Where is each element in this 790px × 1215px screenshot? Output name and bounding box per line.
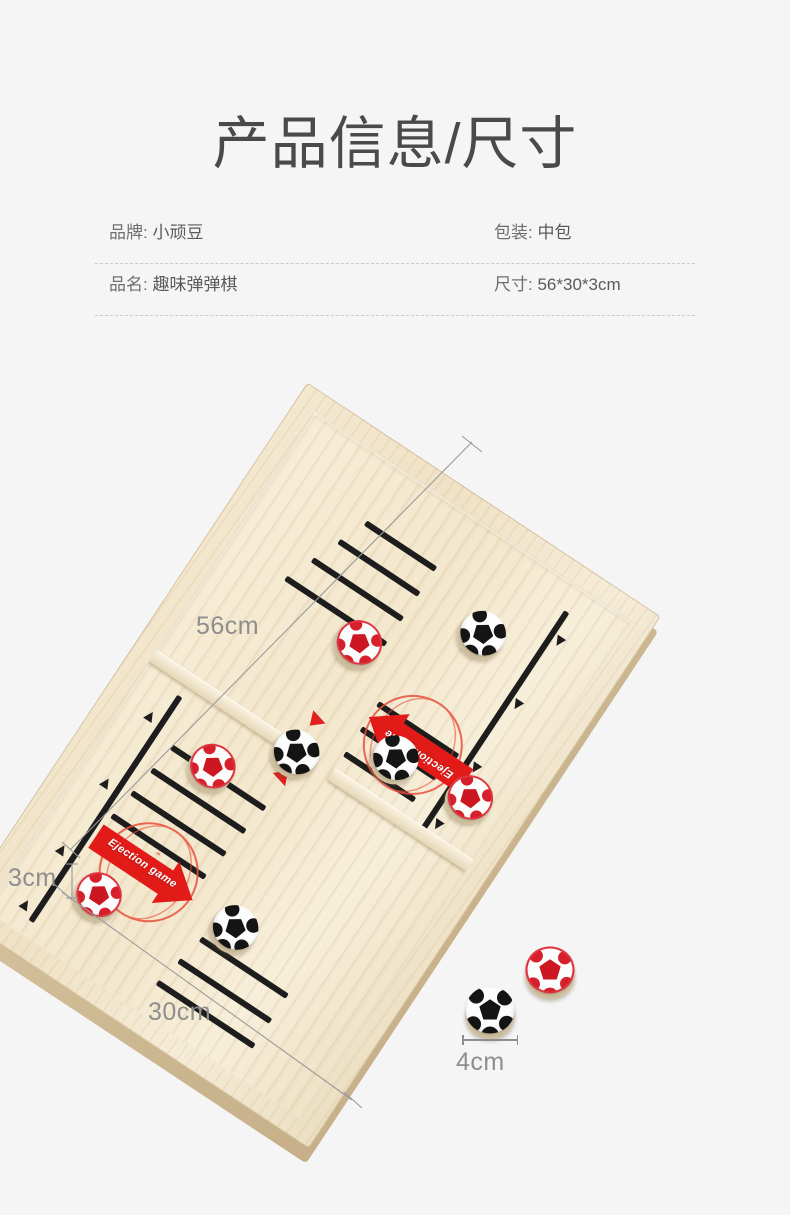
product-photo: Ejection game Ejection game	[0, 382, 790, 1164]
rail-arrow-icon	[54, 842, 69, 857]
puck-face	[451, 602, 515, 665]
table-row: 品牌: 小顽豆 包装: 中包	[95, 212, 695, 264]
spec-label-size: 尺寸:	[494, 275, 533, 294]
board-stripe	[310, 557, 405, 622]
rail-arrow-icon	[510, 697, 525, 712]
measure-bar-cap	[516, 1035, 518, 1045]
board-stripe	[155, 979, 256, 1049]
spec-value-packaging: 中包	[537, 223, 572, 242]
page-title: 产品信息/尺寸	[212, 112, 578, 176]
rail-arrow-icon	[552, 634, 567, 649]
center-divider-left	[149, 649, 282, 745]
puck-face	[465, 986, 515, 1034]
spec-cell-packaging: 包装: 中包	[494, 212, 694, 243]
product-spec-table: 品牌: 小顽豆 包装: 中包 品名: 趣味弹弹棋 尺寸: 56*30*3cm	[95, 212, 695, 316]
rail-arrow-icon	[143, 709, 158, 724]
puck-pentagon	[539, 959, 561, 980]
puck-pentagon	[346, 629, 373, 656]
board-frame: Ejection game Ejection game	[0, 382, 661, 1149]
puck-black[interactable]	[449, 602, 515, 669]
measure-bar-line	[462, 1039, 518, 1041]
puck-pentagon	[86, 881, 113, 908]
spec-label-product-name: 品名:	[109, 275, 148, 294]
puck-red-sample[interactable]	[525, 946, 575, 999]
puck-pentagon	[457, 784, 484, 811]
spec-label-packaging: 包装:	[494, 223, 533, 242]
spec-label-brand: 品牌:	[109, 223, 148, 242]
board-stripe	[177, 958, 273, 1024]
rail-arrow-icon	[98, 775, 113, 790]
spec-cell-product-name: 品名: 趣味弹弹棋	[95, 264, 494, 295]
spec-value-product-name: 趣味弹弹棋	[152, 275, 238, 294]
puck-pentagon	[200, 752, 227, 779]
spec-value-brand: 小顽豆	[152, 223, 204, 242]
measure-bar-cap	[462, 1035, 464, 1045]
rail-arrow-icon	[18, 897, 33, 912]
puck-pentagon	[470, 619, 497, 646]
puck-face	[525, 946, 575, 994]
puck-pentagon	[283, 738, 310, 765]
puck-pentagon	[479, 999, 501, 1020]
spec-value-size: 56*30*3cm	[537, 275, 621, 294]
spec-cell-brand: 品牌: 小顽豆	[95, 212, 494, 243]
spec-cell-size: 尺寸: 56*30*3cm	[494, 264, 694, 295]
dimension-label-puck-diameter: 4cm	[456, 1048, 505, 1076]
game-board: Ejection game Ejection game	[0, 382, 666, 1164]
table-row: 品名: 趣味弹弹棋 尺寸: 56*30*3cm	[95, 264, 695, 316]
puck-pentagon	[222, 914, 249, 941]
puck-pentagon	[383, 744, 410, 771]
puck-black-sample[interactable]	[465, 986, 515, 1039]
